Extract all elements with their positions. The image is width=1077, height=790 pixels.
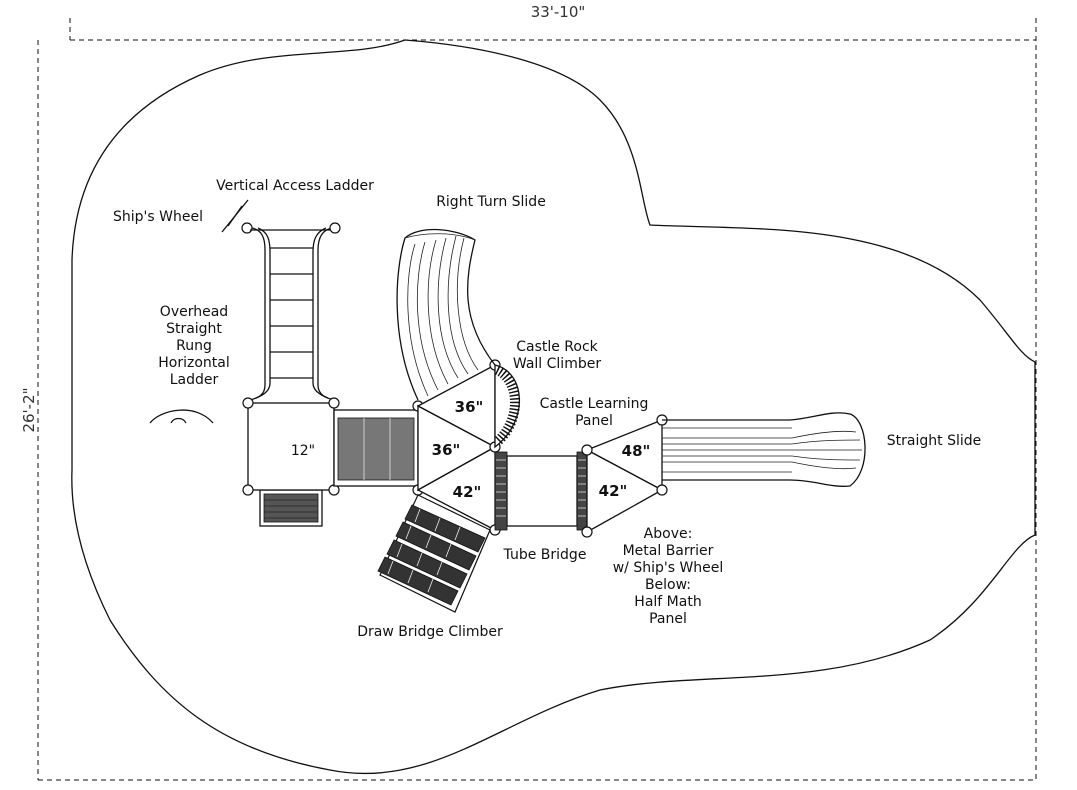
label-barrier-note-6: Panel <box>649 611 687 627</box>
ships-wheel <box>221 199 253 234</box>
label-overhead-ladder-1: Overhead <box>160 304 228 320</box>
triangle-left-height: 36" <box>432 441 461 459</box>
overhead-horizontal-ladder <box>249 222 341 401</box>
label-draw-bridge-climber: Draw Bridge Climber <box>357 624 503 640</box>
label-overhead-ladder-4: Horizontal <box>158 355 229 371</box>
draw-bridge-climber <box>377 494 491 613</box>
width-dimension-label: 33'-10" <box>531 3 586 21</box>
label-tube-bridge: Tube Bridge <box>503 547 587 563</box>
label-barrier-note-5: Half Math <box>634 594 701 610</box>
label-learning-panel-2: Panel <box>575 413 613 429</box>
label-ships-wheel: Ship's Wheel <box>113 209 203 225</box>
label-barrier-note-4: Below: <box>645 577 691 593</box>
castle-rock-wall-climber <box>493 364 521 449</box>
dimension-lines: 33'-10" 26'-2" <box>20 3 1037 781</box>
square-deck-height: 12" <box>291 443 315 459</box>
right-decks: 48" 42" <box>581 414 668 538</box>
step-deck <box>333 400 424 496</box>
label-barrier-note-1: Above: <box>644 526 693 542</box>
label-overhead-ladder-2: Straight <box>166 321 222 337</box>
depth-dimension-label: 26'-2" <box>20 387 38 432</box>
tube-bridge <box>494 451 588 531</box>
triangle-upper-height: 36" <box>455 398 484 416</box>
label-overhead-ladder-3: Rung <box>176 338 212 354</box>
label-straight-slide: Straight Slide <box>887 433 981 449</box>
vertical-access-ladder <box>259 489 323 527</box>
label-vertical-access-ladder: Vertical Access Ladder <box>216 178 374 194</box>
triangle-lower-height: 42" <box>453 483 482 501</box>
label-learning-panel-1: Castle Learning <box>540 396 649 412</box>
use-zone-boundary <box>71 39 1036 775</box>
label-rock-climber-2: Wall Climber <box>513 356 601 372</box>
label-barrier-note-2: Metal Barrier <box>623 543 714 559</box>
right-upper-height: 48" <box>622 442 651 460</box>
arch-element <box>149 409 214 424</box>
label-barrier-note-3: w/ Ship's Wheel <box>613 560 724 576</box>
labels: Ship's Wheel Vertical Access Ladder Righ… <box>113 178 981 640</box>
label-right-turn-slide: Right Turn Slide <box>436 194 546 210</box>
right-lower-height: 42" <box>599 482 628 500</box>
label-rock-climber-1: Castle Rock <box>516 339 598 355</box>
square-deck: 12" <box>242 397 340 496</box>
right-turn-slide <box>396 228 496 401</box>
label-overhead-ladder-5: Ladder <box>170 372 219 388</box>
straight-slide <box>662 412 866 487</box>
